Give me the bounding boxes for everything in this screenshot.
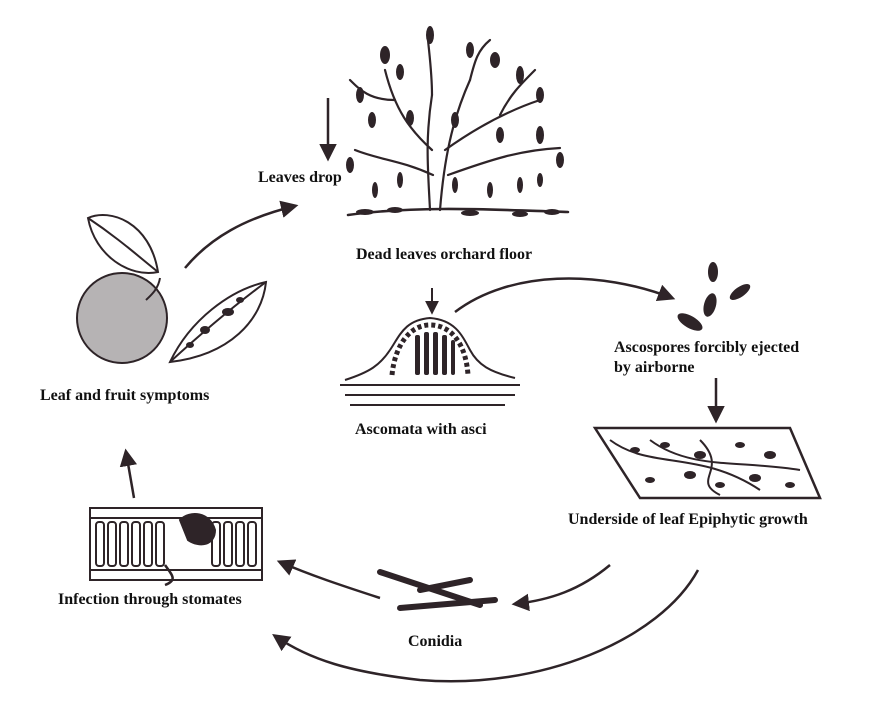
curved-arrow-ascoma-to-spores <box>454 277 676 313</box>
symptoms-to-leaves-drop-arrow <box>184 200 299 269</box>
tree-icon <box>346 26 570 217</box>
ascoma-icon <box>340 288 520 406</box>
stage-label-dead-leaves: Dead leaves orchard floor <box>356 246 533 263</box>
stage-label-epiphytic: Underside of leaf Epiphytic growth <box>568 511 808 528</box>
stage-label-ascomata: Ascomata with asci <box>355 421 487 438</box>
leaf-section-icon <box>592 426 822 500</box>
stage-label-symptoms: Leaf and fruit symptoms <box>40 387 210 404</box>
stage-label-ascospores: Ascospores forcibly ejected by airborne <box>614 339 800 376</box>
ascospore-icon <box>677 262 751 331</box>
stage-label-infection: Infection through stomates <box>58 591 242 608</box>
stage-label-leaves-drop: Leaves drop <box>258 169 342 186</box>
fruit-leaf-icon <box>76 213 268 364</box>
conidia-icon <box>377 569 498 611</box>
conidia-to-infection-arrow <box>276 559 381 600</box>
stage-label-conidia: Conidia <box>408 633 463 650</box>
leaf-cross-section-icon <box>89 507 263 587</box>
leaf-to-conidia-arrow <box>511 564 611 612</box>
infection-to-symptoms-arrow <box>119 448 138 499</box>
bottom-return-arrow <box>272 569 700 683</box>
